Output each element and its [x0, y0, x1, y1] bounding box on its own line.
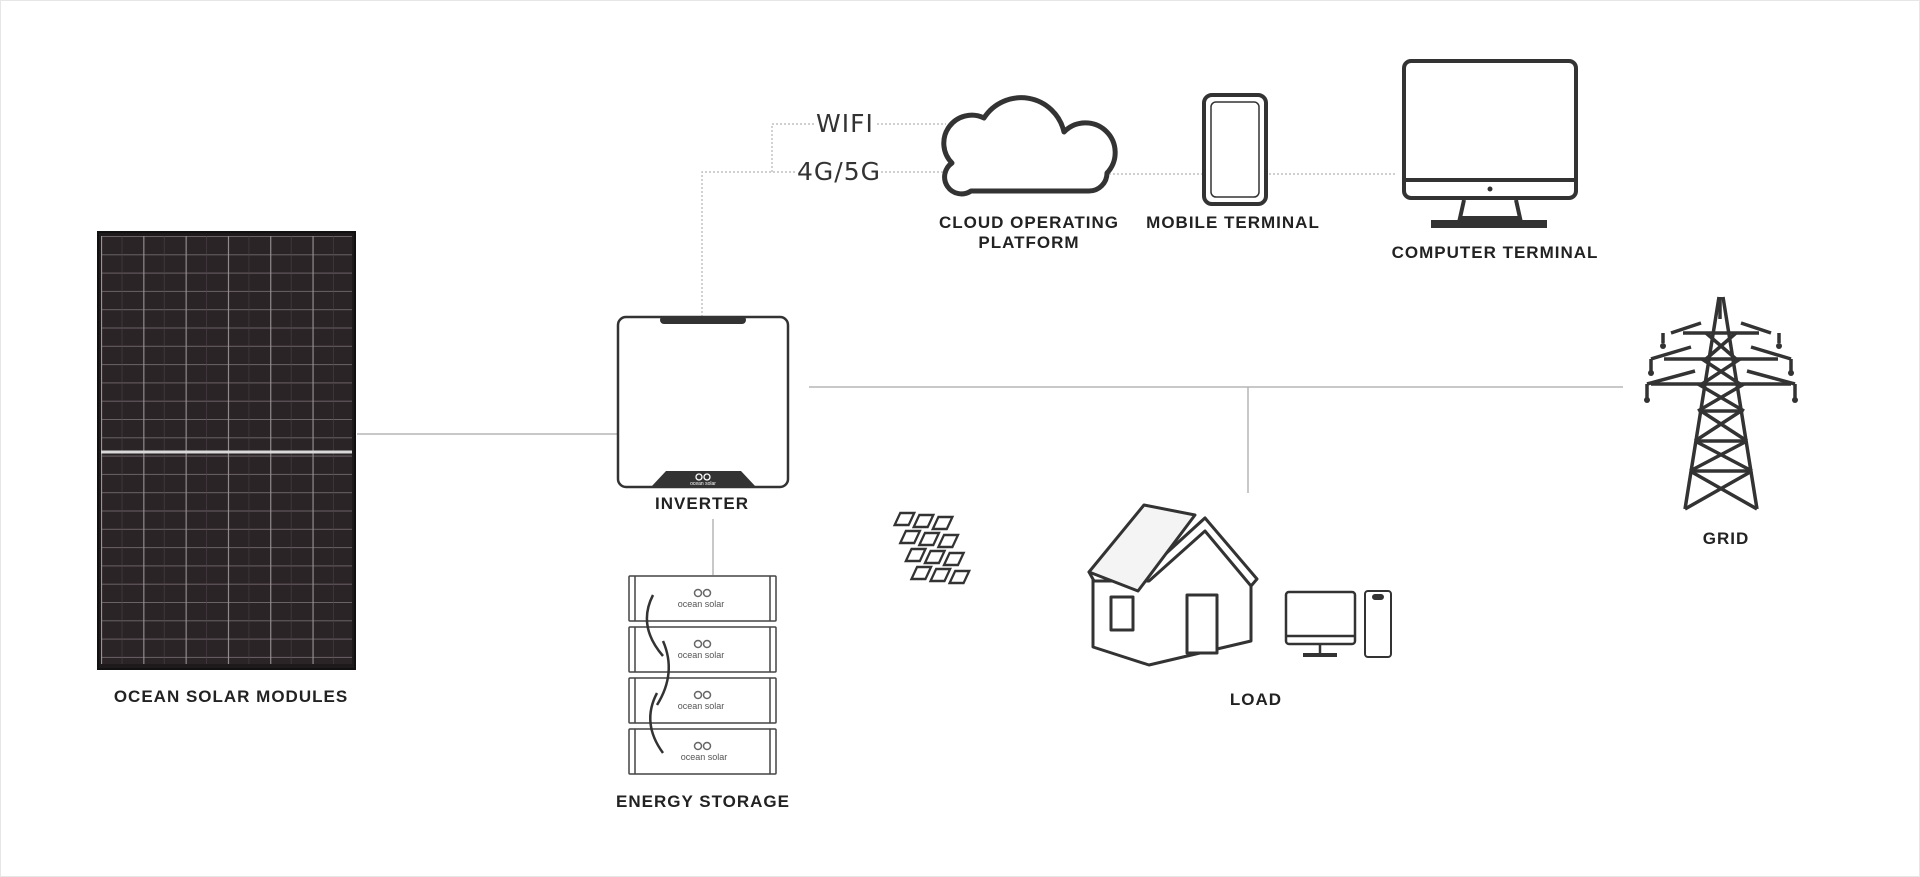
cloud-label: CLOUD OPERATING PLATFORM: [919, 213, 1139, 253]
battery-module-1: [628, 575, 777, 622]
battery-brand-labels: ocean solar ocean solar ocean solar ocea…: [678, 588, 728, 762]
wifi-label: WIFI: [816, 109, 874, 138]
inverter-brand-text: ocean solar: [690, 481, 716, 487]
mobile-phone-icon: [1202, 93, 1268, 206]
battery-logo-3: ocean solar: [678, 690, 725, 711]
cloud-label-line-2: PLATFORM: [978, 233, 1080, 252]
battery-module-4: [628, 728, 777, 775]
battery-cables: [645, 594, 670, 754]
cloud-icon: [941, 95, 1118, 197]
cellular-link-line: [701, 171, 796, 317]
roof-solar-panel: [1087, 503, 1197, 593]
tower-insulators: [1644, 343, 1798, 403]
cloud-label-line-1: CLOUD OPERATING: [939, 213, 1119, 232]
battery-brand-text-3: ocean solar: [678, 701, 725, 711]
inverter-label: INVERTER: [655, 494, 749, 513]
battery-brand-text-2: ocean solar: [678, 650, 725, 660]
roof-solar-cells: [892, 511, 972, 585]
solar-panel-icon: [97, 231, 356, 670]
battery-logo-2: ocean solar: [678, 639, 725, 660]
wifi-link-line: [771, 123, 814, 172]
battery-module-2: [628, 626, 777, 673]
load-phone-icon: [1364, 590, 1392, 658]
cellular-label: 4G/5G: [797, 157, 881, 186]
battery-brand-text-4: ocean solar: [681, 752, 728, 762]
storage-label: ENERGY STORAGE: [616, 792, 790, 811]
grid-label: GRID: [1702, 529, 1750, 548]
battery-brand-text-1: ocean solar: [678, 599, 725, 609]
inverter-icon: ocean solar: [616, 315, 790, 489]
load-computer-icon: [1284, 590, 1357, 657]
battery-logo-1: ocean solar: [678, 588, 725, 609]
battery-logo-4: ocean solar: [681, 741, 728, 762]
computer-monitor-icon: [1402, 59, 1578, 228]
mobile-label: MOBILE TERMINAL: [1146, 213, 1320, 232]
computer-label: COMPUTER TERMINAL: [1391, 243, 1599, 262]
house-icon: [1087, 503, 1259, 667]
battery-stack-icon: [628, 575, 777, 775]
transmission-tower-icon: [1645, 296, 1797, 511]
modules-label: OCEAN SOLAR MODULES: [113, 687, 349, 706]
connection-lines: [357, 123, 1623, 575]
load-label: LOAD: [1229, 690, 1283, 709]
